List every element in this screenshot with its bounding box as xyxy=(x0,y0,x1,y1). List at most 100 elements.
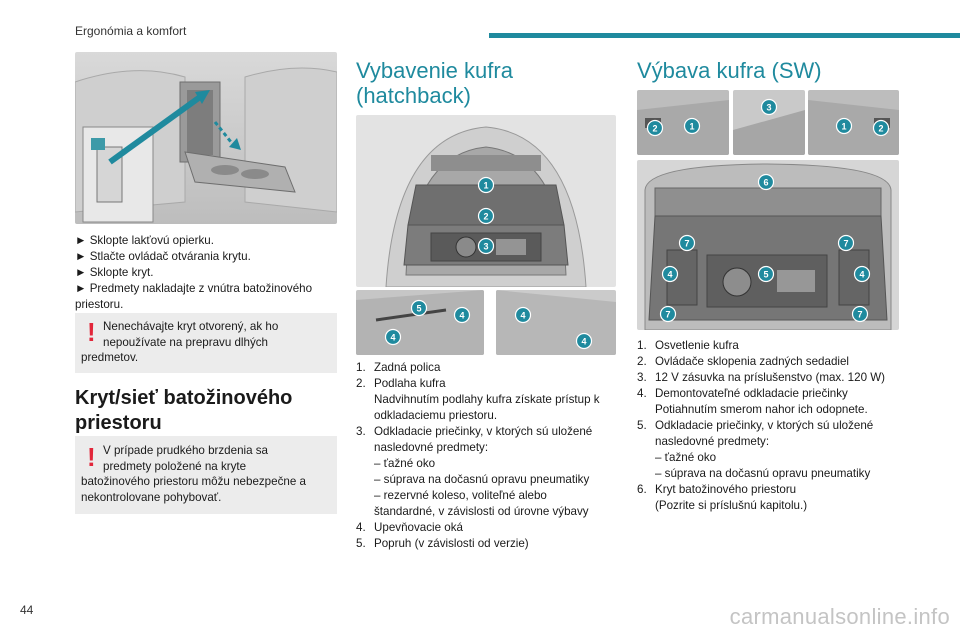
callout-badge: 5 xyxy=(410,299,428,317)
list-item-continuation: nasledovné predmety: xyxy=(655,435,770,448)
callout-badge: 1 xyxy=(477,176,495,194)
list-item: 5.Popruh (v závislosti od verzie) xyxy=(356,537,529,550)
list-item-continuation: odkladaciemu priestoru. xyxy=(374,409,498,422)
list-item-continuation: nasledovné predmety: xyxy=(374,441,489,454)
callout-badge: 7 xyxy=(678,234,696,252)
sw-top-right-illustration: 1 2 xyxy=(808,90,899,155)
warning-line: nepoužívate na prepravu dlhých xyxy=(103,335,269,349)
step-line: ► Sklopte lakťovú opierku. xyxy=(75,234,214,247)
callout-badge: 7 xyxy=(837,234,855,252)
heading-line: Kryt/sieť batožinového xyxy=(75,387,293,409)
list-sub-item: – súprava na dočasnú opravu pneumatiky xyxy=(374,473,590,486)
armrest-illustration xyxy=(75,52,337,224)
callout-badge: 7 xyxy=(659,305,677,323)
callout-badge: 7 xyxy=(851,305,869,323)
sw-top-mid-illustration: 3 xyxy=(733,90,805,155)
warning-icon: ! xyxy=(87,442,96,472)
list-sub-item: – rezervné koleso, voliteľné alebo xyxy=(374,489,547,502)
list-item-continuation: štandardné, v závislosti od úrovne výbav… xyxy=(374,505,589,518)
svg-text:2: 2 xyxy=(652,124,657,134)
list-item: 3.12 V zásuvka na príslušenstvo (max. 12… xyxy=(637,371,886,384)
svg-text:1: 1 xyxy=(483,181,488,191)
cover-section-heading: Kryt/sieť batožinového priestoru xyxy=(75,386,337,436)
armrest-warning-box: ! Nenechávajte kryt otvorený, ak ho nepo… xyxy=(75,313,337,373)
callout-badge: 1 xyxy=(683,117,701,135)
hatchback-trunk-illustration: 1 2 3 xyxy=(356,115,616,287)
warning-text: V prípade prudkého brzdenia sa predmety … xyxy=(81,443,331,505)
list-item: 4.Demontovateľné odkladacie priečinky xyxy=(637,387,848,400)
callout-badge: 2 xyxy=(646,119,664,137)
svg-text:5: 5 xyxy=(763,270,768,280)
list-item: 3.Odkladacie priečinky, v ktorých sú ulo… xyxy=(356,425,593,438)
svg-text:1: 1 xyxy=(841,122,846,132)
step-line: ► Stlačte ovládač otvárania krytu. xyxy=(75,250,251,263)
list-sub-item: – súprava na dočasnú opravu pneumatiky xyxy=(655,467,871,480)
svg-text:2: 2 xyxy=(878,124,883,134)
sw-trunk-illustration: 6 7 7 4 4 5 7 7 xyxy=(637,160,899,330)
cover-warning-box: ! V prípade prudkého brzdenia sa predmet… xyxy=(75,436,337,514)
list-item-continuation: (Pozrite si príslušnú kapitolu.) xyxy=(655,499,808,512)
list-item: 4.Upevňovacie oká xyxy=(356,521,463,534)
svg-text:2: 2 xyxy=(483,212,488,222)
list-item: 2.Podlaha kufra xyxy=(356,377,446,390)
svg-text:4: 4 xyxy=(520,311,525,321)
callout-badge: 4 xyxy=(575,332,593,350)
callout-badge: 1 xyxy=(835,117,853,135)
list-item: 5.Odkladacie priečinky, v ktorých sú ulo… xyxy=(637,419,874,432)
callout-badge: 4 xyxy=(514,306,532,324)
warning-text: Nenechávajte kryt otvorený, ak ho nepouž… xyxy=(81,319,331,366)
callout-badge: 3 xyxy=(477,237,495,255)
warning-line: predmetov. xyxy=(81,351,139,364)
heading-line: (hatchback) xyxy=(356,83,471,108)
hatchback-left-detail-illustration: 5 4 4 xyxy=(356,290,484,355)
list-item: 2.Ovládače sklopenia zadných sedadiel xyxy=(637,355,849,368)
step-line: ► Predmety nakladajte z vnútra batožinov… xyxy=(75,282,313,295)
warning-line: predmety položené na kryte xyxy=(103,459,247,473)
sw-top-left-illustration: 2 1 xyxy=(637,90,729,155)
warning-icon: ! xyxy=(87,317,96,347)
list-sub-item: – ťažné oko xyxy=(655,451,717,464)
heading-line: priestoru xyxy=(75,412,162,434)
svg-text:4: 4 xyxy=(581,337,586,347)
svg-text:7: 7 xyxy=(684,239,689,249)
svg-text:7: 7 xyxy=(857,310,862,320)
hatchback-right-detail-illustration: 4 4 xyxy=(496,290,616,355)
hatchback-heading: Vybavenie kufra (hatchback) xyxy=(356,58,616,108)
svg-text:3: 3 xyxy=(766,103,771,113)
callout-badge: 2 xyxy=(477,207,495,225)
warning-line: V prípade prudkého brzdenia sa xyxy=(103,444,269,457)
header-accent-bar xyxy=(489,33,960,38)
callout-badge: 3 xyxy=(760,98,778,116)
list-item-continuation: Nadvihnutím podlahy kufra získate prístu… xyxy=(374,393,600,406)
sw-heading: Výbava kufra (SW) xyxy=(637,58,822,83)
heading-line: Vybavenie kufra xyxy=(356,58,513,83)
page-number: 44 xyxy=(20,603,34,617)
callout-badge: 4 xyxy=(661,265,679,283)
list-item: 1.Zadná polica xyxy=(356,361,441,374)
list-item: 6.Kryt batožinového priestoru xyxy=(637,483,797,496)
svg-text:3: 3 xyxy=(483,242,488,252)
callout-badge: 4 xyxy=(384,328,402,346)
svg-text:5: 5 xyxy=(416,304,421,314)
svg-text:4: 4 xyxy=(390,333,395,343)
warning-line: batožinového priestoru môžu nebezpečne a xyxy=(81,475,306,488)
callout-badge: 2 xyxy=(872,119,890,137)
warning-line: nekontrolovane pohybovať. xyxy=(81,490,222,504)
svg-text:4: 4 xyxy=(859,270,864,280)
list-sub-item: – ťažné oko xyxy=(374,457,436,470)
callout-badge: 4 xyxy=(453,306,471,324)
step-line: ► Sklopte kryt. xyxy=(75,266,154,279)
warning-line: Nenechávajte kryt otvorený, ak ho xyxy=(103,320,279,333)
section-header-title: Ergonómia a komfort xyxy=(75,24,187,38)
svg-text:7: 7 xyxy=(843,239,848,249)
armrest-steps: ► Sklopte lakťovú opierku. ► Stlačte ovl… xyxy=(75,233,337,313)
callout-badge: 6 xyxy=(757,173,775,191)
svg-text:4: 4 xyxy=(459,311,464,321)
hatchback-legend-list: 1.Zadná polica 2.Podlaha kufra Nadvihnut… xyxy=(356,360,618,552)
svg-text:7: 7 xyxy=(665,310,670,320)
callout-badge: 4 xyxy=(853,265,871,283)
sw-legend-list: 1.Osvetlenie kufra 2.Ovládače sklopenia … xyxy=(637,338,905,514)
step-line: priestoru. xyxy=(75,298,124,311)
svg-text:6: 6 xyxy=(763,178,768,188)
list-item: 1.Osvetlenie kufra xyxy=(637,339,739,352)
